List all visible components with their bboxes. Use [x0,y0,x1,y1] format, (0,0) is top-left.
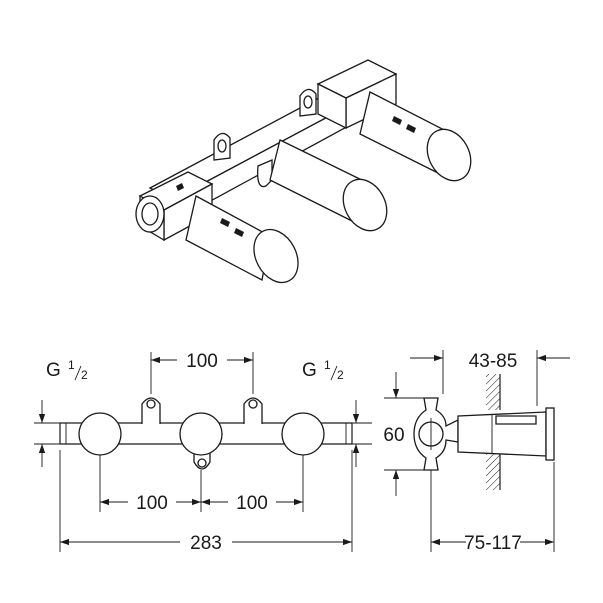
dim-height: 60 [383,372,424,496]
dim-overall: 283 [59,450,353,554]
front-valve-right [281,412,325,456]
dim-projection: 75-117 [430,462,555,554]
front-valve-left [78,412,122,456]
side-valve-body [413,397,459,471]
dim-bottom-spacings: 100 100 [99,455,304,514]
dim-overall-label: 283 [190,533,222,554]
front-lug-left [141,397,161,424]
dim-projection-label: 75-117 [464,533,522,554]
side-cartridge [457,407,555,461]
wall-section [486,374,501,490]
dim-top-spacing: 100 [150,351,254,394]
dim-bottom-left-label: 100 [136,493,168,514]
front-view: 100 G 1 2 G 1 2 [34,351,372,554]
thread-label-right: G 1 2 [302,358,372,467]
thread-right-main: G [302,360,317,381]
dim-top-spacing-label: 100 [186,351,218,372]
thread-left-num: 1 [68,358,75,372]
dim-height-label: 60 [383,425,404,446]
front-lug-right [243,397,263,424]
dim-bottom-right-label: 100 [236,493,268,514]
thread-left-main: G [46,360,61,381]
isometric-valve-illustration [135,59,472,284]
dim-wall-depth: 43-85 [410,350,570,406]
thread-label-left: G 1 2 [34,358,88,467]
thread-right-num: 1 [324,358,331,372]
dim-wall-depth-label: 43-85 [469,351,518,372]
side-view: 43-85 60 75-117 [383,350,570,554]
front-valve-center [179,412,223,456]
thread-left-den: 2 [81,368,88,382]
thread-right-den: 2 [337,368,344,382]
